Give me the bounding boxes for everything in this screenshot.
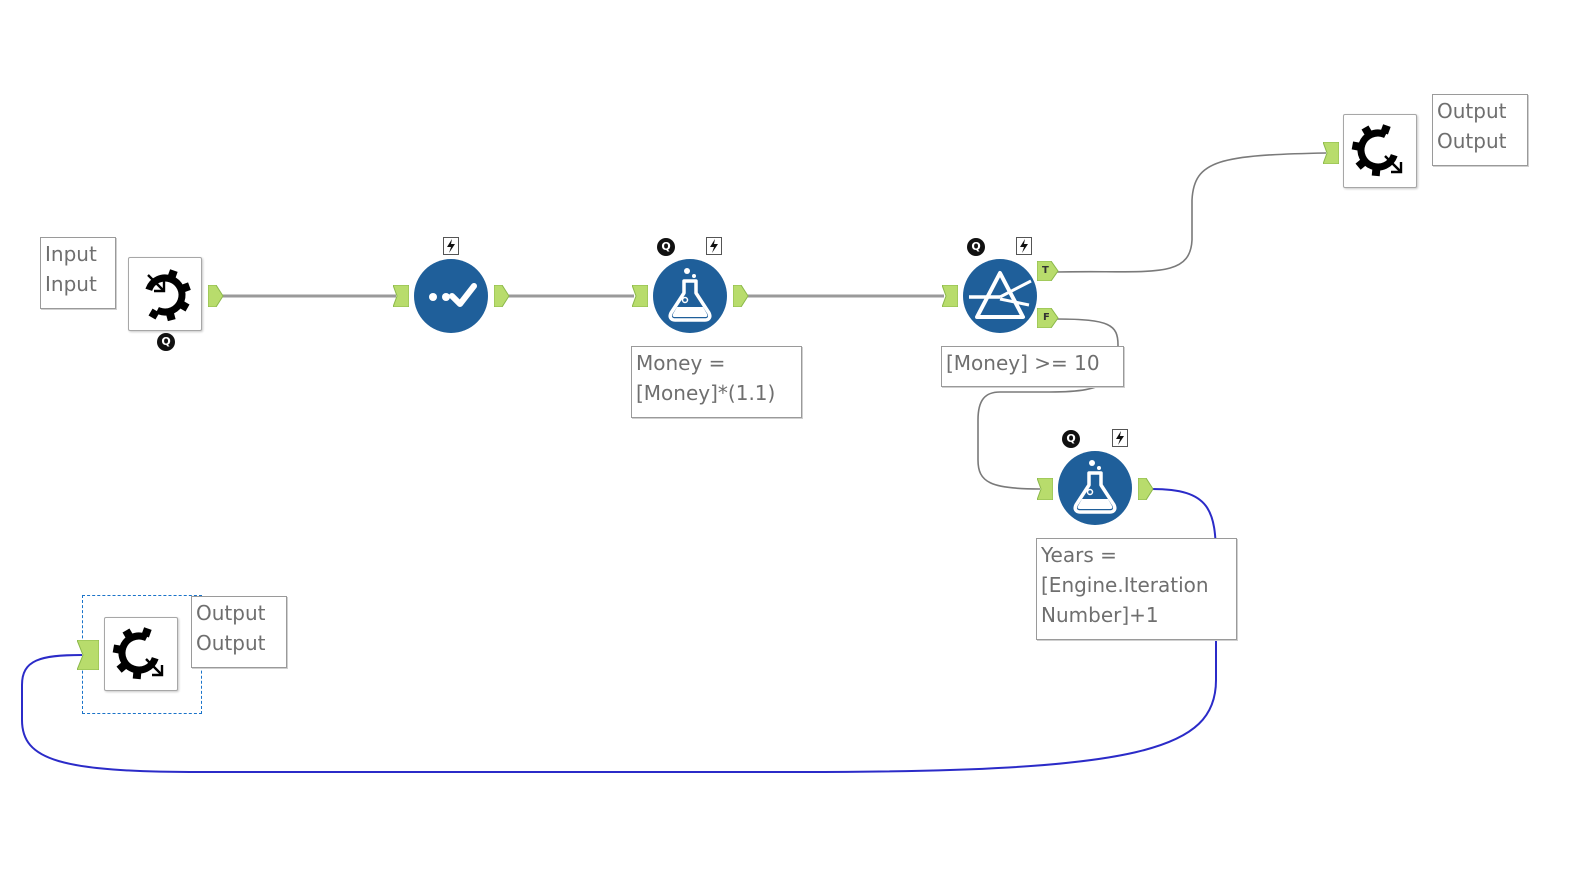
annotation-formula-money: Money = [Money]*(1.1) (631, 346, 802, 418)
macro-input-tool[interactable] (128, 257, 202, 331)
false-anchor[interactable] (1037, 308, 1059, 328)
annotation-line: Years = (1041, 543, 1117, 567)
q-badge: Q (967, 238, 985, 256)
annotation-filter: [Money] >= 10 (941, 346, 1124, 387)
filter-tool[interactable] (963, 259, 1037, 333)
q-badge: Q (657, 238, 675, 256)
output-anchor[interactable] (494, 285, 510, 307)
annotation-line: Output (196, 601, 266, 625)
input-anchor[interactable] (393, 285, 409, 307)
lightning-icon (1016, 237, 1032, 255)
annotation-line: Output (1437, 129, 1507, 153)
annotation-line: Input (45, 272, 97, 296)
lightning-icon (1112, 429, 1128, 447)
annotation-line: Number]+1 (1041, 603, 1159, 627)
annotation-line: Input (45, 242, 97, 266)
annotation-line: Output (1437, 99, 1507, 123)
select-icon (429, 283, 477, 307)
false-anchor-label: F (1043, 312, 1050, 323)
input-anchor[interactable] (632, 285, 648, 307)
macro-output-icon (1351, 124, 1403, 177)
true-anchor-label: T (1042, 265, 1049, 276)
annotation-line: Money = (636, 351, 726, 375)
output-anchor[interactable] (733, 285, 749, 307)
formula-tool[interactable] (653, 259, 727, 333)
macro-output-tool[interactable] (1343, 114, 1417, 188)
filter-icon (969, 271, 1032, 319)
annotation-line: [Money]*(1.1) (636, 381, 776, 405)
lightning-icon (443, 237, 459, 255)
formula-tool[interactable] (1058, 451, 1132, 525)
select-tool[interactable] (414, 259, 488, 333)
input-anchor[interactable] (942, 285, 958, 307)
annotation-line: Output (196, 631, 266, 655)
annotation-formula-years: Years = [Engine.Iteration Number]+1 (1036, 538, 1237, 640)
annotation-output-bottom: Output Output (191, 596, 287, 668)
true-anchor[interactable] (1037, 261, 1059, 281)
q-badge: Q (157, 333, 175, 351)
macro-output-icon (112, 627, 164, 680)
formula-flask-icon (1073, 460, 1117, 514)
q-badge: Q (1062, 430, 1080, 448)
output-anchor[interactable] (1138, 478, 1154, 500)
lightning-icon (706, 237, 722, 255)
input-anchor[interactable] (1037, 478, 1053, 500)
input-anchor[interactable] (1323, 142, 1339, 164)
annotation-input: Input Input (40, 237, 116, 309)
connection-filter-true-to-output[interactable] (1055, 152, 1327, 273)
output-anchor[interactable] (208, 285, 224, 307)
macro-output-tool[interactable] (104, 617, 178, 691)
annotation-output-top: Output Output (1432, 94, 1528, 166)
macro-input-icon (144, 269, 191, 322)
formula-flask-icon (668, 268, 712, 322)
annotation-line: [Money] >= 10 (946, 351, 1100, 375)
input-anchor[interactable] (77, 640, 99, 670)
connection-filter-false-to-formula-years[interactable] (977, 318, 1119, 490)
annotation-line: [Engine.Iteration (1041, 573, 1209, 597)
